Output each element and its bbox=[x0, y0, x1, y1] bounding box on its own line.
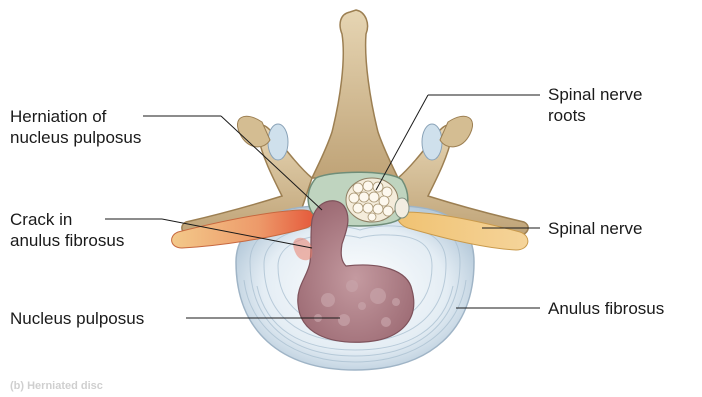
herniation-label-line2: nucleus pulposus bbox=[10, 127, 141, 148]
roots-label: Spinal nerve roots bbox=[548, 84, 643, 126]
nucleus-label: Nucleus pulposus bbox=[10, 308, 144, 329]
figure-caption: (b) Herniated disc bbox=[10, 380, 103, 392]
herniation-label-line1: Herniation of bbox=[10, 106, 141, 127]
crack-label: Crack in anulus fibrosus bbox=[10, 209, 124, 251]
roots-label-line2: roots bbox=[548, 105, 643, 126]
spinal-nerve-label: Spinal nerve bbox=[548, 218, 643, 239]
crack-label-line1: Crack in bbox=[10, 209, 124, 230]
herniation-label: Herniation of nucleus pulposus bbox=[10, 106, 141, 148]
roots-label-line1: Spinal nerve bbox=[548, 84, 643, 105]
anulus-label: Anulus fibrosus bbox=[548, 298, 664, 319]
crack-label-line2: anulus fibrosus bbox=[10, 230, 124, 251]
